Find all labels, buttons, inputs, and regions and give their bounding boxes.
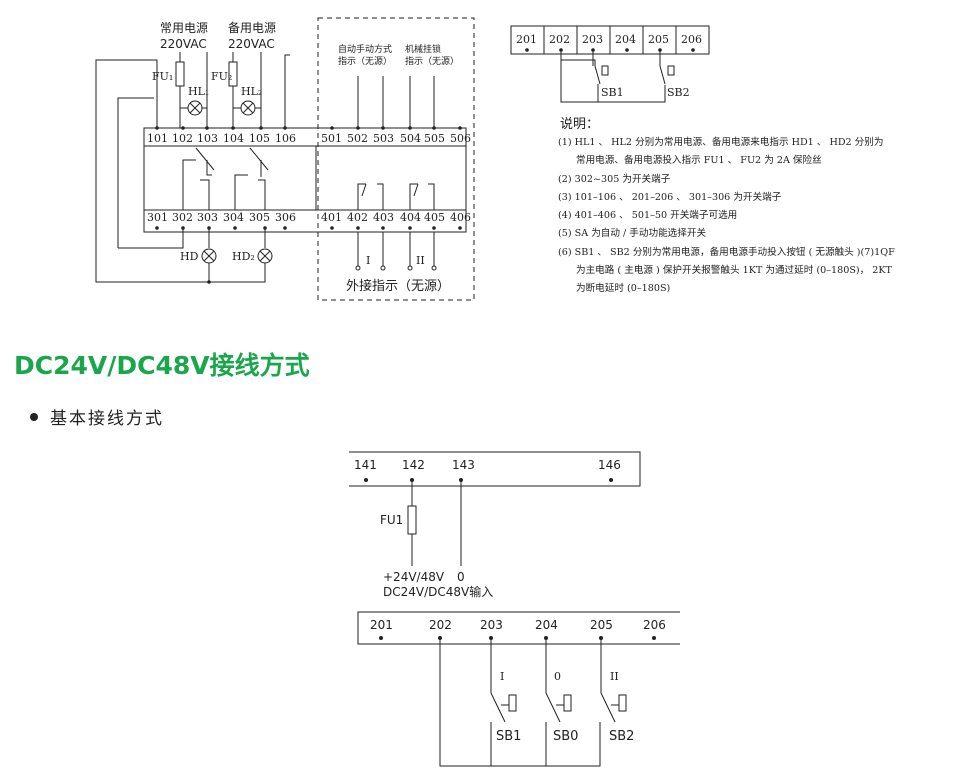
terminal-501: 501 [321, 132, 342, 145]
note-line: (4) 401–406 、 501–50 开关端子可选用 [558, 210, 738, 222]
supply-zero-label: 0 [457, 570, 465, 584]
sb0-label: SB0 [553, 729, 578, 744]
roman-ii-label: II [416, 254, 425, 267]
b-terminal-201: 201 [370, 618, 393, 632]
tr-terminal-206: 206 [681, 33, 702, 46]
terminal-143: 143 [452, 458, 475, 472]
terminal-301: 301 [147, 211, 168, 224]
bottom-terminals: 301 302 303 304 305 306 401 402 403 404 … [147, 211, 471, 230]
b-terminal-202: 202 [429, 618, 452, 632]
sb2-label: SB2 [609, 729, 634, 744]
sb1-label: SB1 [496, 729, 521, 744]
notes-title: 说明： [560, 117, 600, 132]
tr-terminal-203: 203 [582, 33, 603, 46]
fuse-fu1-bottom [407, 505, 417, 535]
terminal-101: 101 [147, 132, 168, 145]
lamp1-label: HL₁ [188, 85, 209, 98]
terminal-403: 403 [373, 211, 394, 224]
hd2-label: HD₂ [232, 250, 255, 263]
hd1-label: HD [180, 250, 199, 263]
terminal-406: 406 [450, 211, 471, 224]
external-indicator-label: 外接指示（无源） [346, 278, 450, 294]
fuse1-label: FU₁ [152, 70, 173, 83]
terminal-strip-141-146 [349, 451, 641, 487]
terminal-102: 102 [172, 132, 193, 145]
terminal-506: 506 [450, 132, 471, 145]
lamp2-label: HL₂ [241, 85, 262, 98]
switch-mark-0: 0 [554, 670, 561, 683]
bottom-diagram: 141 142 143 146 FU1 +24V/48V 0 DC24V/DC4… [349, 451, 680, 767]
b-terminal-203: 203 [480, 618, 503, 632]
top-left-diagram: 常用电源 备用电源 220VAC 220VAC FU₁ FU₂ HL₁ HL₂ [95, 17, 475, 301]
supply-input-label: DC24V/DC48V输入 [383, 584, 493, 599]
mech-interlock-label-2: 指示（无源） [405, 55, 459, 67]
terminal-405: 405 [424, 211, 445, 224]
terminal-505: 505 [424, 132, 445, 145]
notes-list: (1) HL1 、 HL2 分别为常用电源、备用电源来电指示 HD1 、 HD2… [558, 134, 968, 299]
top-right-diagram: 201 202 203 204 205 206 SB1 SB2 [510, 25, 710, 103]
terminal-302: 302 [172, 211, 193, 224]
tr-terminal-204: 204 [615, 33, 636, 46]
tr-terminal-205: 205 [648, 33, 669, 46]
terminal-504: 504 [400, 132, 421, 145]
terminal-404: 404 [400, 211, 421, 224]
normal-power-label: 常用电源 [160, 21, 208, 35]
terminal-306: 306 [275, 211, 296, 224]
tr-terminal-202: 202 [549, 33, 570, 46]
terminal-141: 141 [354, 458, 377, 472]
terminal-strip-201-206-bottom [357, 611, 680, 645]
terminal-401: 401 [321, 211, 342, 224]
bullet-text: 基本接线方式 [50, 409, 164, 429]
terminal-305: 305 [249, 211, 270, 224]
internal-contacts [182, 147, 435, 210]
terminal-block [143, 127, 467, 233]
roman-i-label: I [366, 254, 370, 267]
note-line: 常用电源、备用电源投入指示 FU1 、 FU2 为 2A 保险丝 [576, 155, 822, 167]
sb2-label-top: SB2 [667, 86, 690, 99]
terminal-304: 304 [223, 211, 244, 224]
note-line: (2) 302~305 为开关端子 [558, 173, 671, 185]
fuse-fu1 [175, 61, 185, 87]
bullet-item: 基本接线方式 [30, 404, 164, 429]
sb1-label-top: SB1 [601, 86, 624, 99]
b-terminal-206: 206 [643, 618, 666, 632]
terminal-146: 146 [598, 458, 621, 472]
auto-manual-label-1: 自动手动方式 [338, 43, 392, 55]
tr-terminal-201: 201 [516, 33, 537, 46]
supply-plus-label: +24V/48V [383, 570, 445, 584]
b-terminal-205: 205 [590, 618, 613, 632]
fuse2-label: FU₂ [211, 70, 232, 83]
terminal-142: 142 [402, 458, 425, 472]
note-line: (1) HL1 、 HL2 分别为常用电源、备用电源来电指示 HD1 、 HD2… [558, 137, 884, 148]
bullet-dot-icon [30, 413, 38, 421]
note-line: (5) SA 为自动 / 手动功能选择开关 [558, 228, 707, 240]
note-line: 为主电路 ( 主电源 ) 保护开关报警触头 1KT 为通过延时 (0–180S)… [576, 265, 892, 277]
terminal-103: 103 [197, 132, 218, 145]
backup-voltage-label: 220VAC [228, 37, 275, 51]
terminal-106: 106 [275, 132, 296, 145]
top-terminals: 101 102 103 104 105 106 501 502 503 504 … [147, 126, 471, 145]
terminal-303: 303 [197, 211, 218, 224]
b-terminal-204: 204 [535, 618, 558, 632]
section-title: DC24V/DC48V接线方式 [14, 351, 310, 380]
auto-manual-label-2: 指示（无源） [338, 55, 392, 67]
terminal-402: 402 [347, 211, 368, 224]
fu1-label: FU1 [380, 513, 403, 527]
backup-power-label: 备用电源 [228, 21, 276, 35]
note-line: 为断电延时 (0–180S) [576, 283, 671, 295]
switch-mark-ii: II [610, 670, 619, 683]
mech-interlock-label-1: 机械挂锁 [405, 43, 441, 55]
external-indicator-box [317, 17, 475, 301]
terminal-503: 503 [373, 132, 394, 145]
switch-mark-i: I [500, 670, 504, 683]
note-line: (3) 101–106 、 201–206 、 301–306 为开关端子 [558, 191, 782, 203]
note-line: (6) SB1 、 SB2 分别为常用电源，备用电源手动投入按钮 ( 无源触头 … [558, 246, 895, 258]
normal-voltage-label: 220VAC [160, 37, 207, 51]
terminal-105: 105 [249, 132, 270, 145]
terminal-502: 502 [347, 132, 368, 145]
terminal-104: 104 [223, 132, 244, 145]
